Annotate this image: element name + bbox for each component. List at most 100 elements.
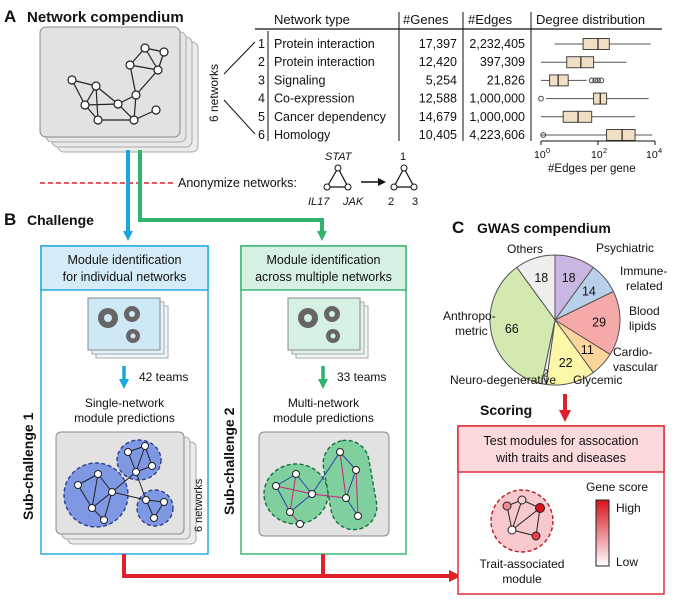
box-outlier <box>592 77 599 84</box>
pie-value-label: 66 <box>505 322 519 336</box>
trait-module-label-1: Trait-associated <box>480 557 565 571</box>
network-graph-nodes <box>67 43 169 125</box>
box-iqr <box>606 129 636 141</box>
sub1-module-nodes <box>74 442 168 524</box>
table-row-edges: 2,232,405 <box>469 37 525 51</box>
panel-b-title: Challenge <box>27 212 94 228</box>
panel-c-title: GWAS compendium <box>477 220 611 236</box>
sub1-gears-stack <box>87 297 169 359</box>
tick-label-2: 10 <box>646 149 658 161</box>
table-row-number: 1 <box>258 37 265 51</box>
pie-label-anthro-2: metric <box>455 324 488 338</box>
gear-icon <box>98 306 140 343</box>
box-iqr <box>566 56 595 69</box>
gene-score-high: High <box>616 501 641 515</box>
sub2-title-line1: Module identification <box>267 253 381 267</box>
pie-label-immune-2: related <box>626 279 663 293</box>
pie-value-label: 18 <box>534 271 548 285</box>
box-outlier <box>595 77 601 84</box>
tick-exp-0: 0 <box>546 146 550 155</box>
sub1-six-networks: 6 networks <box>193 478 205 532</box>
sub2-module-nodes <box>272 448 362 528</box>
pie-value-label: 29 <box>592 315 606 329</box>
scoring-title: Scoring <box>480 402 532 418</box>
anonymize-before-triangle: STAT IL17 JAK <box>308 151 364 208</box>
sub2-gears-stack <box>287 297 369 359</box>
pie-label-blood-2: lipids <box>629 319 656 333</box>
sub1-title-line2: for individual networks <box>63 270 187 284</box>
table-row-type: Protein interaction <box>274 37 375 51</box>
table-row-type: Homology <box>274 128 331 142</box>
box-iqr <box>549 74 569 87</box>
table-row-type: Cancer dependency <box>274 110 387 124</box>
sub-challenge-2-label: Sub-challenge 2 <box>221 407 237 515</box>
table-row-genes: 12,420 <box>419 55 457 69</box>
pie-label-immune-1: Immune- <box>620 264 667 278</box>
table-row-edges: 21,826 <box>487 73 525 87</box>
pie-value-label: 2 <box>543 368 549 380</box>
gene-label-jak: JAK <box>342 196 364 208</box>
sub1-teams: 42 teams <box>139 370 188 384</box>
network-table: Network type #Genes #Edges Degree distri… <box>255 12 662 141</box>
pie-slice <box>553 290 621 356</box>
sub-challenge-1-header <box>40 245 209 291</box>
tick-label-1: 10 <box>591 149 603 161</box>
table-row-number: 5 <box>258 110 265 124</box>
table-row-edges: 1,000,000 <box>469 92 525 106</box>
pie-label-psychiatric: Psychiatric <box>596 241 654 255</box>
box-outlier <box>538 95 544 102</box>
pie-label-neuro: Neuro-degenerative <box>450 373 556 387</box>
degree-boxplot <box>538 38 653 141</box>
boxplot-axis: 10 0 10 2 10 4 #Edges per gene <box>534 140 662 175</box>
scoring-title-line1: Test modules for assocation <box>484 434 639 448</box>
box-iqr <box>562 110 593 123</box>
anonymize-after-triangle: 1 2 3 <box>388 151 418 208</box>
table-row-number: 2 <box>258 55 265 69</box>
sub1-title-line1: Module identification <box>68 253 182 267</box>
pie-value-label: 22 <box>559 356 573 370</box>
pie-label-cardio-1: Cardio- <box>613 345 652 359</box>
box-outlier <box>598 77 605 84</box>
sub2-pred-line1: Multi-network <box>288 396 360 410</box>
pie-label-glycemic: Glycemic <box>573 373 622 387</box>
gene-score-title: Gene score <box>586 480 648 494</box>
gene-score-low: Low <box>616 555 638 569</box>
scoring-title-line2: with traits and diseases <box>495 451 626 465</box>
pie-label-blood-1: Blood <box>629 304 660 318</box>
table-row-edges: 1,000,000 <box>469 110 525 124</box>
sub2-teams: 33 teams <box>337 370 386 384</box>
table-header-type: Network type <box>274 12 350 27</box>
sub-challenge-1-label: Sub-challenge 1 <box>20 412 36 520</box>
table-header-degree: Degree distribution <box>536 12 645 27</box>
pie-value-label: 11 <box>581 343 594 357</box>
box-iqr <box>582 38 610 50</box>
sub1-pred-line2: module predictions <box>74 411 175 425</box>
anon-label-1: 1 <box>400 151 406 163</box>
table-row-number: 4 <box>258 92 265 106</box>
tick-exp-1: 2 <box>603 146 607 155</box>
sub-challenge-2-header <box>240 245 407 291</box>
network-stack <box>39 26 199 153</box>
table-row-number: 6 <box>258 128 265 142</box>
table-header-genes: #Genes <box>403 12 449 27</box>
tick-exp-2: 4 <box>658 146 662 155</box>
x-axis-label: #Edges per gene <box>548 163 636 175</box>
table-row-genes: 12,588 <box>419 92 457 106</box>
green-flow-arrow <box>138 150 327 241</box>
trait-module <box>490 489 554 553</box>
pie-value-label: 14 <box>582 285 596 299</box>
trait-module-label-2: module <box>502 572 542 586</box>
anon-label-2: 2 <box>388 196 394 208</box>
gene-score-colorbar <box>595 499 610 567</box>
bracket-top <box>223 41 256 75</box>
anonymize-label: Anonymize networks: <box>178 176 297 190</box>
table-row-genes: 5,254 <box>426 73 457 87</box>
gear-icon <box>298 306 340 343</box>
gene-label-stat: STAT <box>325 151 353 163</box>
sub2-modules <box>263 439 378 531</box>
pie-label-cardio-2: vascular <box>613 360 658 374</box>
pie-value-label: 18 <box>562 271 576 285</box>
table-row-number: 3 <box>258 73 265 87</box>
pie-label-others: Others <box>507 242 543 256</box>
anon-label-3: 3 <box>412 196 418 208</box>
